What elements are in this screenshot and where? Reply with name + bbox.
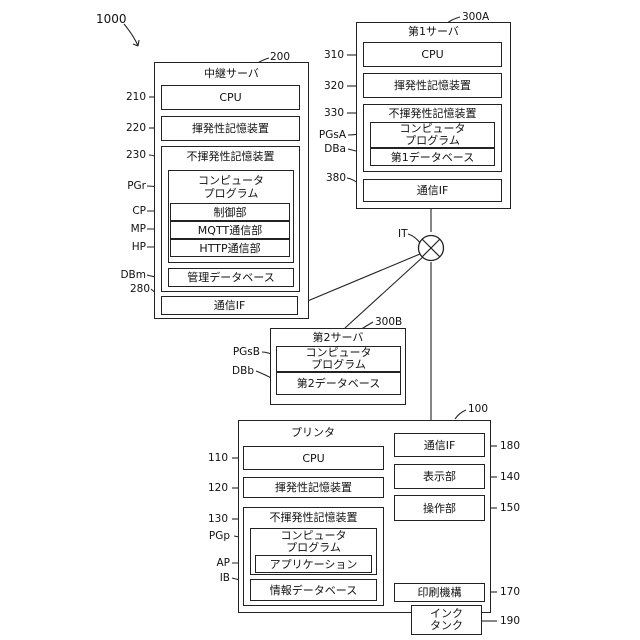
- server1-db-box: 第1データベース: [370, 148, 495, 166]
- server1-volatile-ref: 320: [306, 80, 344, 92]
- relay-program-ref: PGr: [108, 180, 146, 192]
- server1-ref: 300A: [462, 11, 489, 23]
- relay-mqtt-ref: MP: [108, 223, 146, 235]
- printer-display-ref: 140: [500, 471, 520, 483]
- server1-nonvolatile-label: 不揮発性記憶装置: [363, 107, 502, 120]
- server1-comm-ref: 380: [306, 172, 346, 184]
- server2-program-line2: プログラム: [311, 359, 366, 371]
- server2-title: 第2サーバ: [270, 331, 406, 344]
- printer-ink-tank-ref: 190: [500, 615, 520, 627]
- printer-display-box: 表示部: [394, 464, 485, 489]
- printer-info-db-ref: IB: [190, 572, 230, 584]
- relay-server-title: 中継サーバ: [154, 67, 309, 80]
- printer-comm-ref: 180: [500, 440, 520, 452]
- printer-nonvolatile-ref: 130: [190, 513, 228, 525]
- printer-comm-box: 通信IF: [394, 433, 485, 457]
- printer-operation-ref: 150: [500, 502, 520, 514]
- server1-nonvolatile-ref: 330: [306, 107, 344, 119]
- relay-volatile-box: 揮発性記憶装置: [161, 116, 300, 141]
- relay-program-label: コンピュータ プログラム: [168, 174, 294, 200]
- server1-program-line2: プログラム: [405, 135, 460, 147]
- relay-cpu-box: CPU: [161, 85, 300, 110]
- relay-comm-box: 通信IF: [161, 296, 298, 315]
- server2-program-box: コンピュータ プログラム: [276, 346, 401, 372]
- printer-nonvolatile-label: 不揮発性記憶装置: [243, 511, 384, 524]
- relay-mgmt-db-ref: DBm: [108, 269, 146, 281]
- server2-ref: 300B: [375, 316, 402, 328]
- printer-print-mech-box: 印刷機構: [394, 583, 485, 602]
- server1-program-ref: PGsA: [306, 129, 346, 141]
- relay-server-ref: 200: [270, 51, 290, 63]
- server1-cpu-box: CPU: [363, 42, 502, 67]
- network-ref: IT: [398, 228, 408, 240]
- network-node-icon: [419, 236, 444, 261]
- server1-comm-box: 通信IF: [363, 179, 502, 202]
- server2-db-ref: DBb: [212, 365, 254, 377]
- server1-volatile-box: 揮発性記憶装置: [363, 73, 502, 98]
- printer-ref: 100: [468, 403, 488, 415]
- printer-program-line2: プログラム: [286, 542, 341, 554]
- printer-app-ref: AP: [190, 557, 230, 569]
- relay-mgmt-db-box: 管理データベース: [168, 268, 294, 287]
- printer-print-mech-ref: 170: [500, 586, 520, 598]
- printer-volatile-ref: 120: [190, 482, 228, 494]
- relay-http-box: HTTP通信部: [170, 239, 290, 257]
- relay-control-box: 制御部: [170, 203, 290, 221]
- printer-info-db-box: 情報データベース: [250, 579, 377, 601]
- server1-cpu-ref: 310: [306, 49, 344, 61]
- relay-nonvolatile-ref: 230: [110, 149, 146, 161]
- relay-cpu-ref: 210: [110, 91, 146, 103]
- printer-app-box: アプリケーション: [255, 555, 372, 573]
- server1-db-ref: DBa: [306, 143, 346, 155]
- relay-program-line2: プログラム: [204, 187, 259, 200]
- printer-ink-tank-box: インク タンク: [411, 605, 482, 635]
- relay-comm-ref: 280: [112, 283, 150, 295]
- printer-operation-box: 操作部: [394, 495, 485, 521]
- relay-mqtt-box: MQTT通信部: [170, 221, 290, 239]
- relay-program-line1: コンピュータ: [198, 174, 264, 187]
- server2-db-box: 第2データベース: [276, 372, 401, 395]
- server2-program-ref: PGsB: [218, 346, 260, 358]
- printer-title: プリンタ: [238, 426, 388, 439]
- printer-cpu-ref: 110: [190, 452, 228, 464]
- relay-control-ref: CP: [108, 205, 146, 217]
- printer-ink-tank-line2: タンク: [430, 620, 463, 632]
- figure-ref: 1000: [96, 13, 127, 25]
- relay-http-ref: HP: [108, 241, 146, 253]
- printer-program-label: コンピュータ プログラム: [250, 530, 377, 554]
- server1-title: 第1サーバ: [356, 25, 511, 38]
- relay-nonvolatile-label: 不揮発性記憶装置: [161, 150, 300, 163]
- printer-volatile-box: 揮発性記憶装置: [243, 477, 384, 498]
- relay-volatile-ref: 220: [110, 122, 146, 134]
- printer-cpu-box: CPU: [243, 446, 384, 470]
- printer-program-ref: PGp: [190, 530, 230, 542]
- server1-program-box: コンピュータ プログラム: [370, 122, 495, 148]
